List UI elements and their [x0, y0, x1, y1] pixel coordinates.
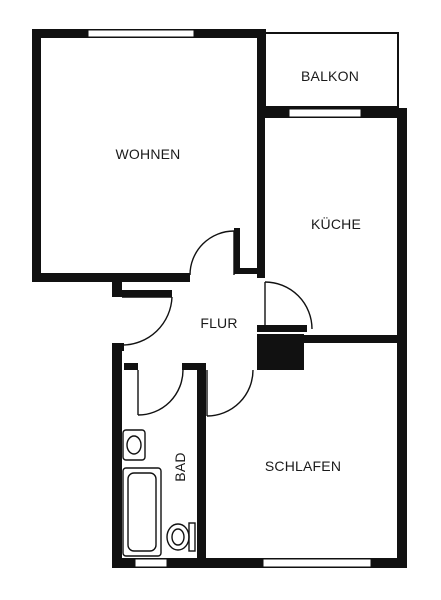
shaft-block — [257, 334, 304, 370]
wall-wohnen-left — [32, 29, 41, 282]
window-wohnen-top — [87, 29, 195, 38]
bathroom-fixtures — [122, 429, 196, 557]
walls — [32, 29, 407, 568]
window-bad-bottom — [134, 558, 168, 568]
toilet-tank-icon — [188, 522, 196, 552]
label-bad: BAD — [172, 452, 188, 481]
wall-bad-top-right — [182, 363, 206, 370]
wall-flur-left-stub — [112, 273, 122, 297]
sink-icon — [122, 429, 146, 461]
door-wohnen-swing — [189, 230, 235, 276]
wall-wohnen-right-stub — [234, 268, 264, 274]
wall-bad-top — [112, 343, 124, 351]
toilet-seat-icon — [171, 528, 185, 546]
wall-wohnen-right-lower — [234, 228, 240, 274]
window-kueche-top — [288, 108, 362, 118]
wall-bad-left — [112, 343, 122, 568]
wall-kueche-left — [257, 108, 265, 278]
wall-bad-right — [197, 365, 206, 560]
wall-kueche-bottom — [297, 335, 402, 343]
label-wohnen: WOHNEN — [116, 146, 181, 162]
window-schlafen-bottom — [262, 558, 372, 568]
bathtub-icon — [122, 467, 162, 557]
room-labels: WOHNEN BALKON KÜCHE FLUR BAD SCHLAFEN — [116, 68, 361, 482]
wall-bad-top-left — [124, 363, 138, 370]
windows — [87, 29, 372, 568]
wall-bottom — [112, 558, 407, 568]
label-schlafen: SCHLAFEN — [265, 458, 341, 474]
label-balkon: BALKON — [301, 68, 359, 84]
label-kueche: KÜCHE — [311, 215, 361, 232]
bathtub-inner-icon — [127, 472, 157, 552]
wall-wohnen-right-upper — [257, 29, 266, 117]
sink-basin-icon — [126, 435, 142, 455]
wall-flur-right-stub — [257, 325, 307, 332]
door-entry-swing — [121, 296, 173, 346]
door-bad-swing — [137, 369, 184, 416]
balkon-outline — [264, 32, 399, 108]
toilet-bowl-icon — [166, 523, 190, 551]
door-kueche-swing — [264, 281, 313, 330]
wall-flur-top-left — [112, 290, 172, 297]
label-flur: FLUR — [200, 315, 237, 331]
wall-wohnen-bottom — [32, 273, 190, 282]
door-schlafen-swing — [206, 369, 254, 417]
doors — [121, 230, 313, 417]
